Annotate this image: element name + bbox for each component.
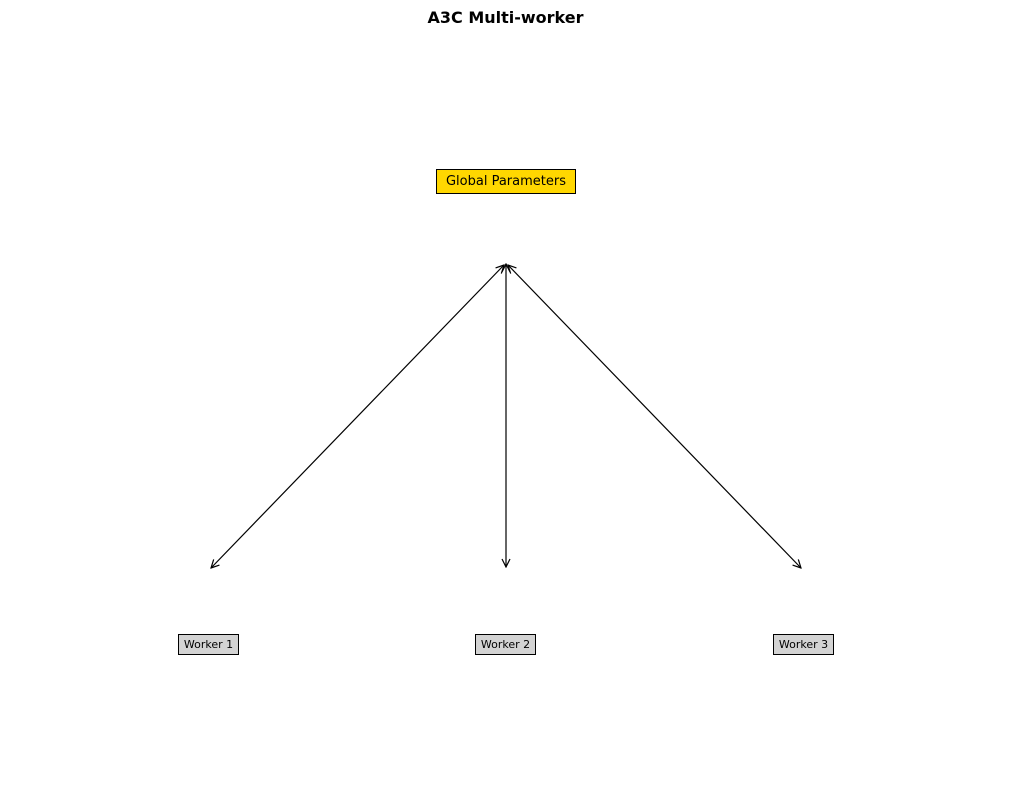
- worker-3-node: Worker 3: [773, 634, 834, 655]
- worker-2-node: Worker 2: [475, 634, 536, 655]
- worker-1-node: Worker 1: [178, 634, 239, 655]
- global-parameters-node: Global Parameters: [436, 169, 576, 194]
- arrow-global-worker-1: [211, 265, 504, 568]
- diagram-title: A3C Multi-worker: [427, 8, 584, 27]
- arrow-global-worker-3: [508, 265, 801, 568]
